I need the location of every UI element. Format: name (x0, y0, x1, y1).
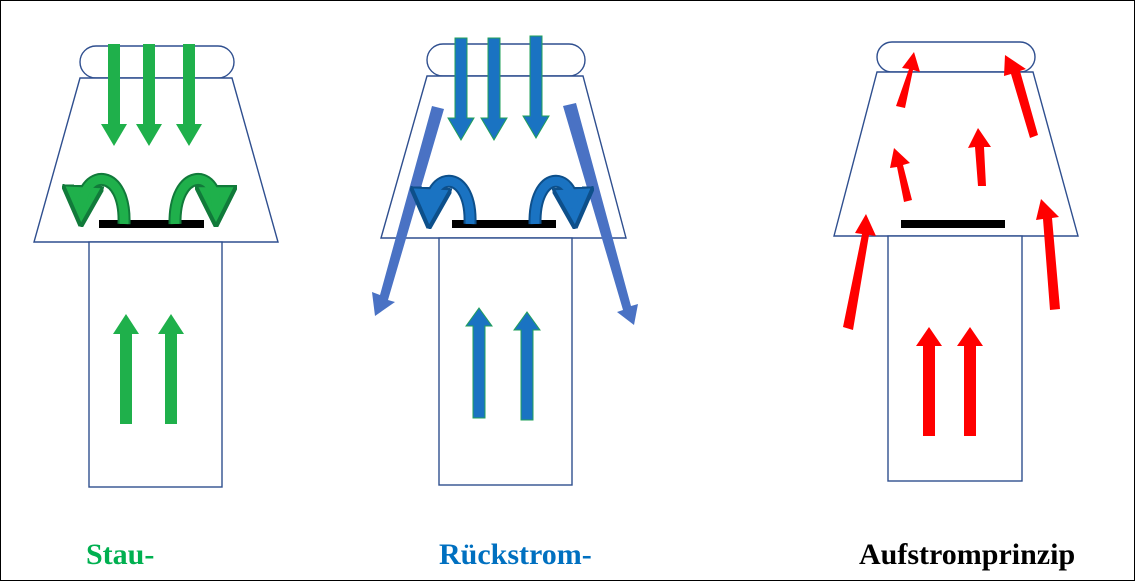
aufstrom-baffle-plate (901, 220, 1005, 228)
stau-down-arrow-3 (176, 44, 202, 146)
stau-down-arrow-1 (101, 44, 127, 146)
aufstrom-arrow-outer-left (843, 214, 876, 330)
rueckstrom-down-arrow-2 (480, 37, 508, 141)
aufstrom-burner (833, 41, 1079, 482)
stau-baffle-plate (99, 220, 204, 228)
stau-up-arrow-1 (113, 314, 139, 424)
label-stau-principle: Stau- (86, 538, 155, 571)
rueckstrom-burner (372, 35, 638, 486)
stau-burner (33, 44, 279, 488)
aufstrom-arrow-mid-left (890, 148, 912, 202)
aufstrom-arrow-mid-right (968, 128, 991, 186)
label-rueckstrom-principle: Rückstrom- (439, 538, 592, 571)
aufstrom-arrow-outer-right (1036, 199, 1060, 310)
aufstrom-hood (833, 71, 1079, 237)
aufstrom-up-arrow-2 (957, 327, 983, 436)
stau-inlet-cap (79, 45, 235, 79)
rueckstrom-baffle-plate (452, 220, 556, 228)
stau-chamber (88, 241, 223, 488)
rueckstrom-up-arrow-1 (465, 307, 493, 419)
aufstrom-chamber (887, 235, 1023, 482)
stau-up-arrow-2 (158, 314, 184, 424)
label-aufstrom-principle: Aufstromprinzip (859, 538, 1076, 571)
aufstrom-up-arrow-1 (916, 327, 942, 436)
stau-hood (33, 77, 279, 243)
aufstrom-arrow-top-left (896, 52, 920, 108)
stau-down-arrow-2 (136, 44, 162, 146)
rueckstrom-up-arrow-2 (513, 311, 541, 421)
rueckstrom-return-arrow-left (372, 106, 444, 316)
rueckstrom-down-arrow-1 (447, 37, 475, 141)
rueckstrom-inlet-cap (426, 43, 586, 77)
rueckstrom-chamber (438, 237, 573, 486)
rueckstrom-down-arrow-3 (522, 35, 550, 139)
rueckstrom-return-arrow-right (563, 103, 638, 325)
aufstrom-arrow-top-right (1004, 55, 1038, 138)
